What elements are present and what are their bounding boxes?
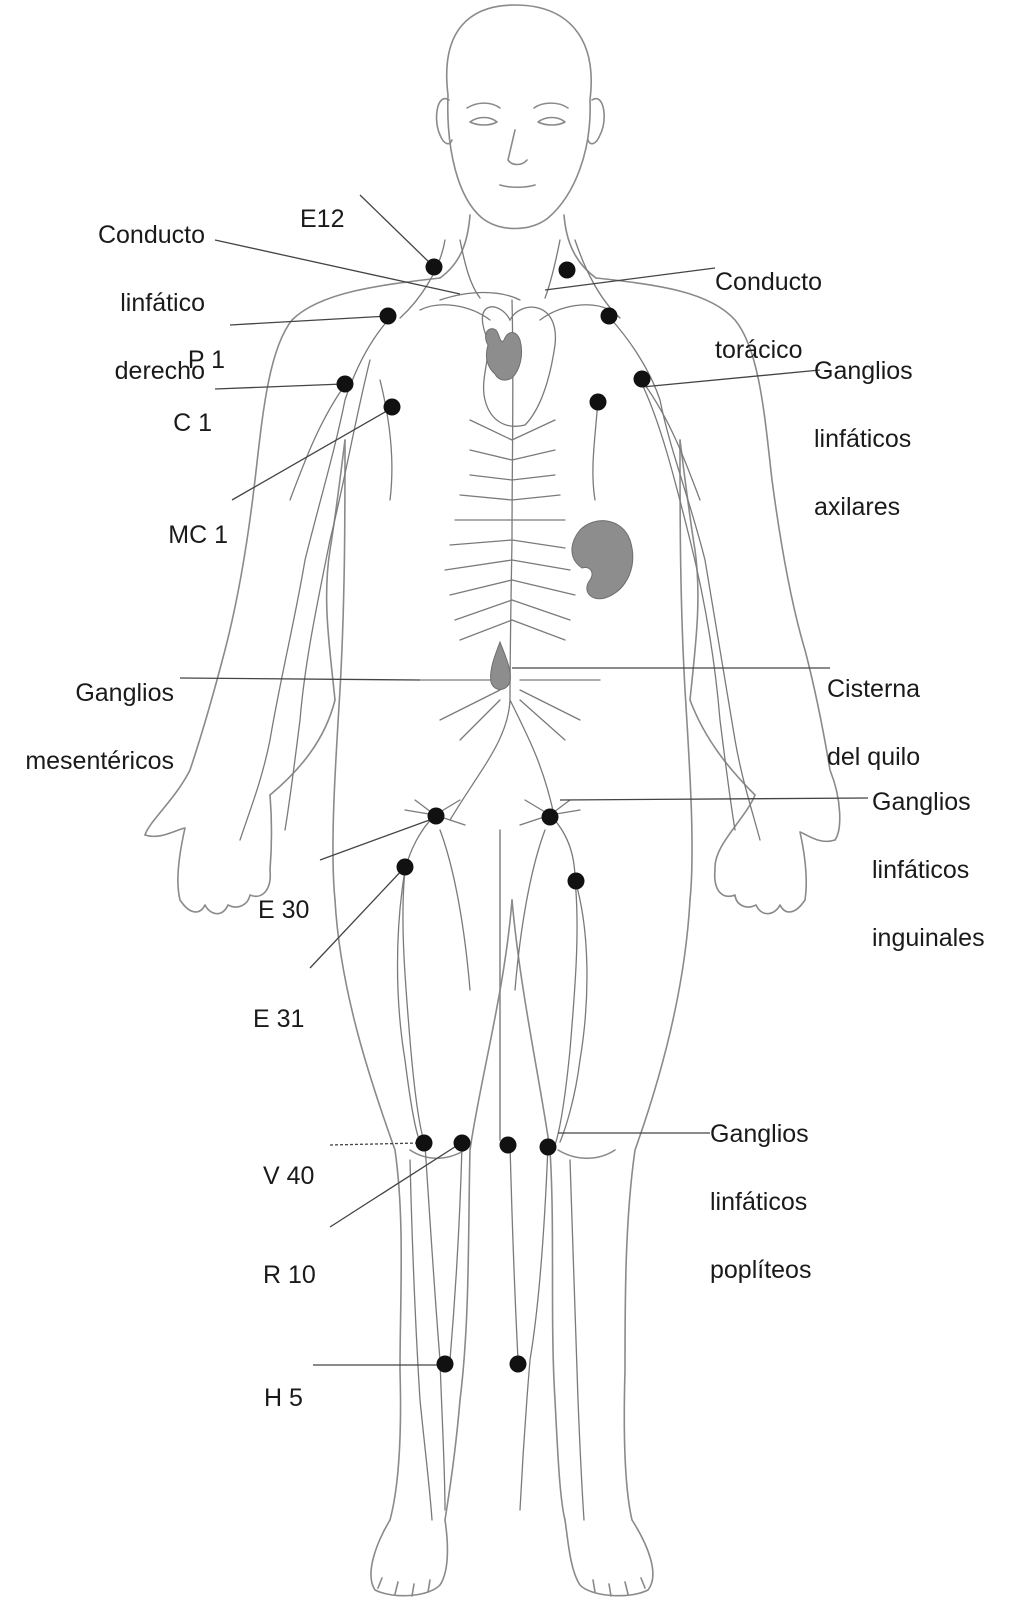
node-e30-left	[427, 807, 445, 825]
label-v40: V 40	[263, 1162, 315, 1190]
torso-left	[332, 439, 346, 901]
right-eyebrow	[533, 102, 569, 109]
label-mc1: MC 1	[168, 521, 228, 549]
right-forearm-inner	[689, 699, 756, 796]
node-r10-right	[499, 1136, 517, 1154]
node-e30-right	[541, 808, 559, 826]
node-r10-left	[453, 1134, 471, 1152]
node-mc1-right	[589, 393, 607, 411]
left-knee	[409, 1149, 466, 1160]
left-leg-outer	[334, 899, 449, 1597]
label-conducto-linfatico-derecho: Conducto linfático derecho	[97, 221, 205, 385]
nose	[507, 129, 528, 166]
label-conducto-toracico: Conducto torácico	[715, 268, 823, 364]
node-h5-left	[436, 1355, 454, 1373]
label-cisterna-del-quilo: Cisterna del quilo	[827, 675, 921, 771]
node-v40-left	[415, 1134, 433, 1152]
torso-right	[679, 439, 693, 901]
neck-left	[439, 214, 471, 279]
node-c1-left	[336, 375, 354, 393]
label-e30: E 30	[258, 896, 310, 924]
spleen	[571, 520, 634, 600]
left-arm-inner	[325, 439, 346, 701]
node-mc1-left	[383, 398, 401, 416]
label-ganglios-inguinales: Ganglios linfáticos inguinales	[872, 788, 985, 952]
right-shoulder-arm-outer	[595, 277, 841, 841]
label-r10: R 10	[263, 1261, 316, 1289]
label-c1: C 1	[173, 409, 212, 437]
left-toes	[377, 1577, 431, 1597]
body-outline	[144, 4, 841, 1597]
node-e12-right	[558, 261, 576, 279]
head-outline	[446, 4, 592, 230]
right-ear	[587, 97, 605, 145]
node-p1-right	[600, 307, 618, 325]
mouth	[499, 184, 536, 189]
label-ganglios-axilares: Ganglios linfáticos axilares	[814, 357, 913, 521]
left-forearm-inner	[269, 699, 336, 796]
node-p1-left	[379, 307, 397, 325]
neck-right	[563, 214, 597, 279]
heart-outline	[481, 306, 556, 427]
leader-lines	[179, 194, 869, 1366]
right-leg-outer	[564, 899, 691, 1597]
node-v40-right	[539, 1138, 557, 1156]
nodes	[336, 258, 651, 1373]
thymus	[485, 328, 523, 381]
node-h5-right	[509, 1355, 527, 1373]
left-eyebrow	[466, 102, 501, 109]
node-e31-right	[567, 872, 585, 890]
left-eye	[469, 116, 498, 126]
label-ganglios-mesentericos: Ganglios mesentéricos	[25, 679, 174, 775]
right-eye	[537, 116, 566, 126]
organs	[485, 328, 634, 690]
label-p1: P 1	[187, 346, 225, 374]
thoracic-duct	[449, 299, 514, 821]
left-shoulder-arm-outer	[144, 277, 441, 836]
label-e31: E 31	[253, 1005, 305, 1033]
node-e12-left	[425, 258, 443, 276]
left-ear	[435, 97, 453, 145]
right-toes	[592, 1577, 646, 1597]
right-hand	[713, 794, 836, 915]
right-arm-inner	[679, 439, 699, 701]
left-hand	[144, 794, 273, 915]
label-h5: H 5	[264, 1384, 303, 1412]
right-knee	[557, 1149, 616, 1160]
label-ganglios-popliteos: Ganglios linfáticos poplíteos	[710, 1120, 812, 1284]
left-leg-inner	[444, 899, 513, 1521]
cisterna-chyli	[490, 640, 511, 690]
node-c1-right	[633, 370, 651, 388]
node-e31-left	[396, 858, 414, 876]
right-leg-inner	[511, 899, 566, 1521]
label-e12: E12	[300, 205, 345, 233]
